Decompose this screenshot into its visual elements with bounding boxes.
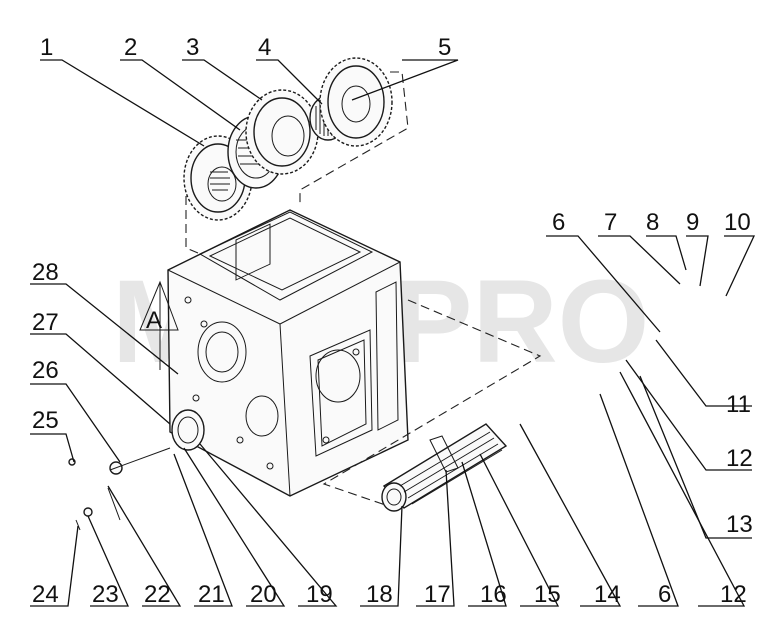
bearing-cap — [171, 409, 205, 451]
callout-27: 27 — [32, 309, 59, 336]
gear-5 — [319, 57, 393, 147]
view-marker-a: A — [139, 280, 179, 370]
callout-6-top: 6 — [552, 209, 565, 236]
callout-28: 28 — [32, 259, 59, 286]
callout-8: 8 — [646, 209, 659, 236]
callout-15: 15 — [534, 581, 561, 608]
callout-21: 21 — [198, 581, 225, 608]
callout-6-bottom: 6 — [658, 581, 671, 608]
view-marker-label: A — [146, 307, 162, 334]
callout-20: 20 — [250, 581, 277, 608]
small-fasteners — [68, 447, 171, 531]
callout-11: 11 — [726, 391, 751, 418]
callout-4: 4 — [258, 34, 271, 61]
callout-22: 22 — [144, 581, 171, 608]
gear-3 — [245, 89, 319, 175]
assembly-line-shaft — [322, 299, 542, 511]
callout-9: 9 — [686, 209, 699, 236]
callout-24: 24 — [32, 581, 59, 608]
callout-23: 23 — [92, 581, 119, 608]
callout-1: 1 — [40, 34, 53, 61]
assembly-line-top-right — [299, 71, 409, 206]
callout-26: 26 — [32, 357, 59, 384]
gearbox-housing — [167, 209, 409, 497]
callout-25: 25 — [32, 407, 59, 434]
callout-3: 3 — [186, 34, 199, 61]
callout-18: 18 — [366, 581, 393, 608]
assembly-line-top-left — [185, 196, 211, 259]
callout-12-bottom: 12 — [720, 581, 747, 608]
callout-7: 7 — [604, 209, 617, 236]
callout-2: 2 — [124, 34, 137, 61]
callout-17: 17 — [424, 581, 451, 608]
leader-lines — [30, 59, 756, 607]
callout-16: 16 — [480, 581, 507, 608]
callout-5: 5 — [438, 34, 451, 61]
splined-shaft — [381, 423, 508, 512]
callout-14: 14 — [594, 581, 621, 608]
callout-12-right: 12 — [726, 445, 753, 472]
callout-10: 10 — [724, 209, 751, 236]
callout-labels: 1 2 3 4 5 6 7 8 9 10 11 12 13 12 6 14 15… — [32, 34, 753, 608]
callout-19: 19 — [306, 581, 333, 608]
callout-13: 13 — [726, 511, 753, 538]
